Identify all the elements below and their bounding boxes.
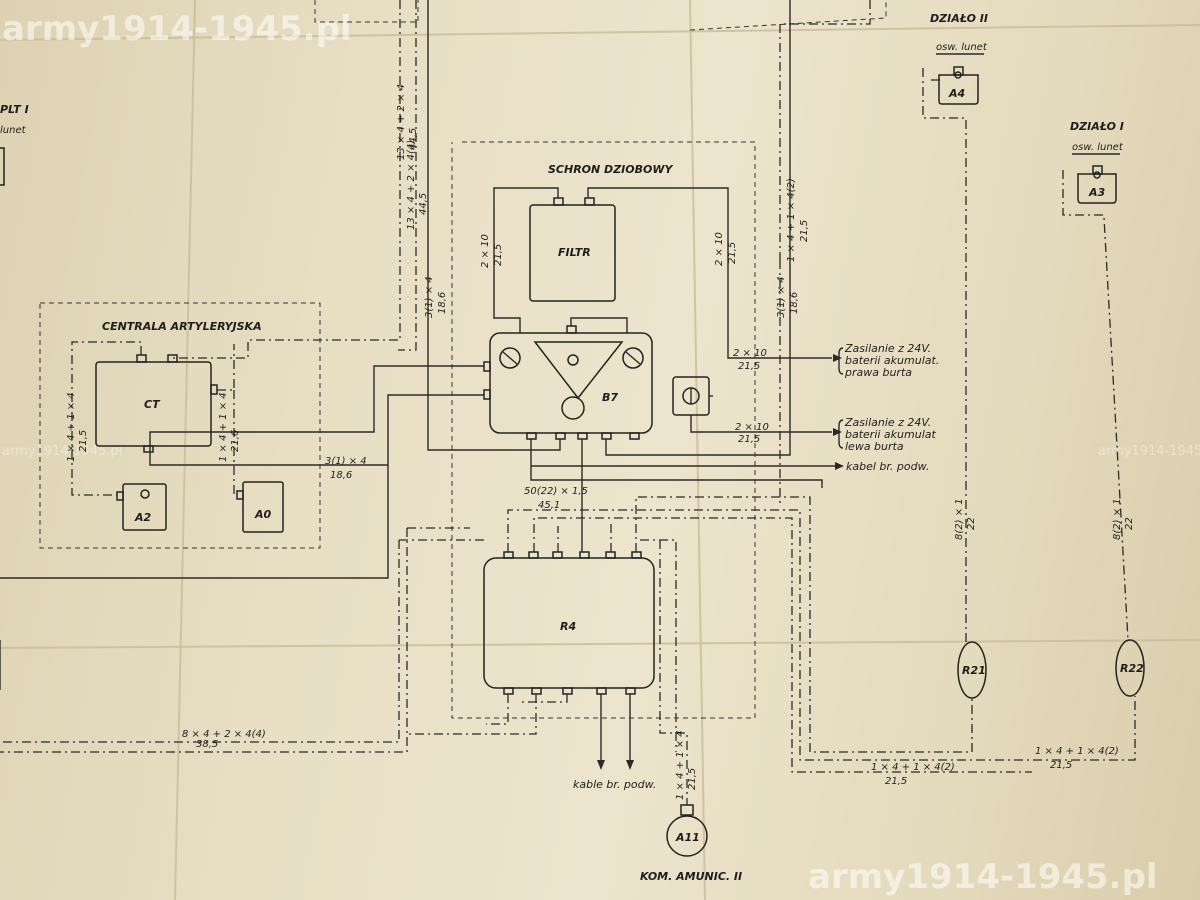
a11-label: A11 [675, 831, 700, 844]
r22-label: R22 [1120, 662, 1144, 675]
zas2-line1: Zasilanie z 24V. [844, 416, 931, 429]
a0-label: A0 [254, 508, 272, 521]
watermark-side-right: army1914-1945.pl [1098, 444, 1200, 459]
cable-c18-spec: 8(2) × 1 [954, 498, 965, 540]
zas2-line3: lewa burta [845, 440, 904, 453]
kabel-note: kabel br. podw. [846, 460, 929, 473]
cable-c14-size: 38,5 [196, 739, 218, 750]
cable-c19-spec: 8(2) × 1 [1112, 498, 1123, 540]
r4-label: R4 [560, 620, 576, 633]
zasilanie-lewa-note: Zasilanie z 24V. baterii akumulat lewa b… [838, 416, 937, 453]
a2-label: A2 [134, 511, 152, 524]
zasilanie-prawa-note: Zasilanie z 24V. baterii akumulat. prawa… [838, 342, 939, 379]
cable-c17-spec: 1 × 4 + 1 × 4(2) [871, 762, 955, 773]
zas1-line1: Zasilanie z 24V. [844, 342, 931, 355]
cable-c7-spec: 1 × 4 + 1 × 4(2) [786, 178, 797, 262]
cable-c6-size: 18,6 [789, 292, 800, 314]
cable-c7-size: 21,5 [799, 220, 810, 242]
cable-c11-spec: 1 × 4 + 1 × 4 [66, 392, 77, 462]
cable-c15-spec: 1 × 4 + 1 × 4 [675, 730, 686, 800]
r21-label: R21 [962, 664, 986, 677]
a3-label: A3 [1088, 186, 1106, 199]
filtr-unit: FILTR [529, 197, 616, 302]
watermark-top: army1914-1945.pl [2, 9, 352, 49]
cable-c2-spec: 13 × 4 + 2 × 4(4) [406, 140, 417, 230]
cable-c5-spec: 2 × 10 [714, 232, 725, 266]
cable-c2-size: 44,5 [418, 193, 429, 215]
kable-note: kable br. podw. [573, 778, 656, 791]
cable-c1-spec: 13 × 4 + 2 × 4 [396, 84, 407, 160]
cable-c17-size: 21,5 [885, 776, 907, 787]
cable-c10-spec: 3(1) × 4 [325, 456, 367, 467]
cable-c8-size: 21,5 [738, 361, 760, 372]
lunet-plt-label: lunet [0, 125, 27, 136]
a4-label: A4 [948, 87, 965, 100]
region-boundaries [39, 0, 887, 719]
cable-c16-spec: 1 × 4 + 1 × 4(2) [1035, 746, 1119, 757]
centrala-artyleryjska-title: CENTRALA ARTYLERYJSKA [102, 320, 262, 333]
cable-c6-spec: 3(1) × 4 [776, 276, 787, 318]
switch-box [672, 376, 710, 416]
cable-c18-size: 22 [966, 517, 977, 530]
cable-labels-horizontal: 2 × 10 21,5 2 × 10 21,5 3(1) × 4 18,6 50… [182, 348, 1119, 787]
cable-c16-size: 21,5 [1050, 760, 1072, 771]
cable-c12-size: 21,6 [230, 430, 241, 452]
dashed-cables [0, 0, 1136, 805]
a3-unit: A3 [1077, 165, 1117, 204]
watermark-bottom: army1914-1945.pl [808, 857, 1158, 897]
cable-c19-size: 22 [1124, 517, 1135, 530]
filtr-label: FILTR [558, 246, 591, 259]
cable-c13-spec: 50(22) × 1,5 [524, 486, 588, 497]
zas1-line3: prawa burta [844, 366, 912, 379]
kom-amunic-title: KOM. AMUNIC. II [640, 870, 742, 883]
cable-c11-size: 21,5 [78, 430, 89, 452]
cable-c1-size: 44,5 [408, 128, 419, 150]
cable-c4-spec: 2 × 10 [480, 234, 491, 268]
a0-unit: A0 [236, 481, 284, 533]
ct-label: CT [144, 398, 161, 411]
cable-c9-size: 21,5 [738, 434, 760, 445]
b7-unit: B7 [483, 325, 653, 440]
lunet-2-label: osw. lunet [936, 42, 988, 53]
cable-c8-spec: 2 × 10 [733, 348, 767, 359]
watermark-side-left: army1914-1945.pl [2, 444, 122, 459]
cable-c3-spec: 3(1) × 4 [424, 276, 435, 318]
cable-c14-spec: 8 × 4 + 2 × 4(4) [182, 729, 266, 740]
zas1-line2: baterii akumulat. [845, 354, 939, 367]
ct-unit: CT [95, 354, 218, 453]
dzialo-2-title: DZIAŁO II [930, 12, 988, 25]
plt-1-title: PLT I [0, 103, 29, 116]
dzialo-1-title: DZIAŁO I [1070, 120, 1124, 133]
cable-c13-size: 45,1 [538, 500, 560, 511]
cable-c9-spec: 2 × 10 [735, 422, 769, 433]
arrow-heads [597, 354, 844, 770]
cable-c5-size: 21,5 [727, 242, 738, 264]
plt-unit-fragment [0, 147, 5, 186]
a2-unit: A2 [116, 483, 167, 531]
cable-c4-size: 21,5 [493, 244, 504, 266]
r22-unit: R22 [1115, 639, 1145, 697]
r21-unit: R21 [957, 641, 987, 699]
r4-unit: R4 [483, 551, 655, 695]
a11-unit: A11 [666, 804, 708, 857]
b7-label: B7 [602, 391, 618, 404]
cable-c10-size: 18,6 [330, 470, 352, 481]
lunet-1-label: osw. lunet [1072, 142, 1124, 153]
cable-c15-size: 21,5 [687, 768, 698, 790]
schron-dziobowy-title: SCHRON DZIOBOWY [548, 163, 673, 176]
cable-c3-size: 18,6 [437, 292, 448, 314]
solid-wires [0, 0, 835, 760]
a4-unit: A4 [938, 66, 979, 105]
cable-c12-spec: 1 × 4 + 1 × 4 [218, 392, 229, 462]
zas2-line2: baterii akumulat [845, 428, 937, 441]
